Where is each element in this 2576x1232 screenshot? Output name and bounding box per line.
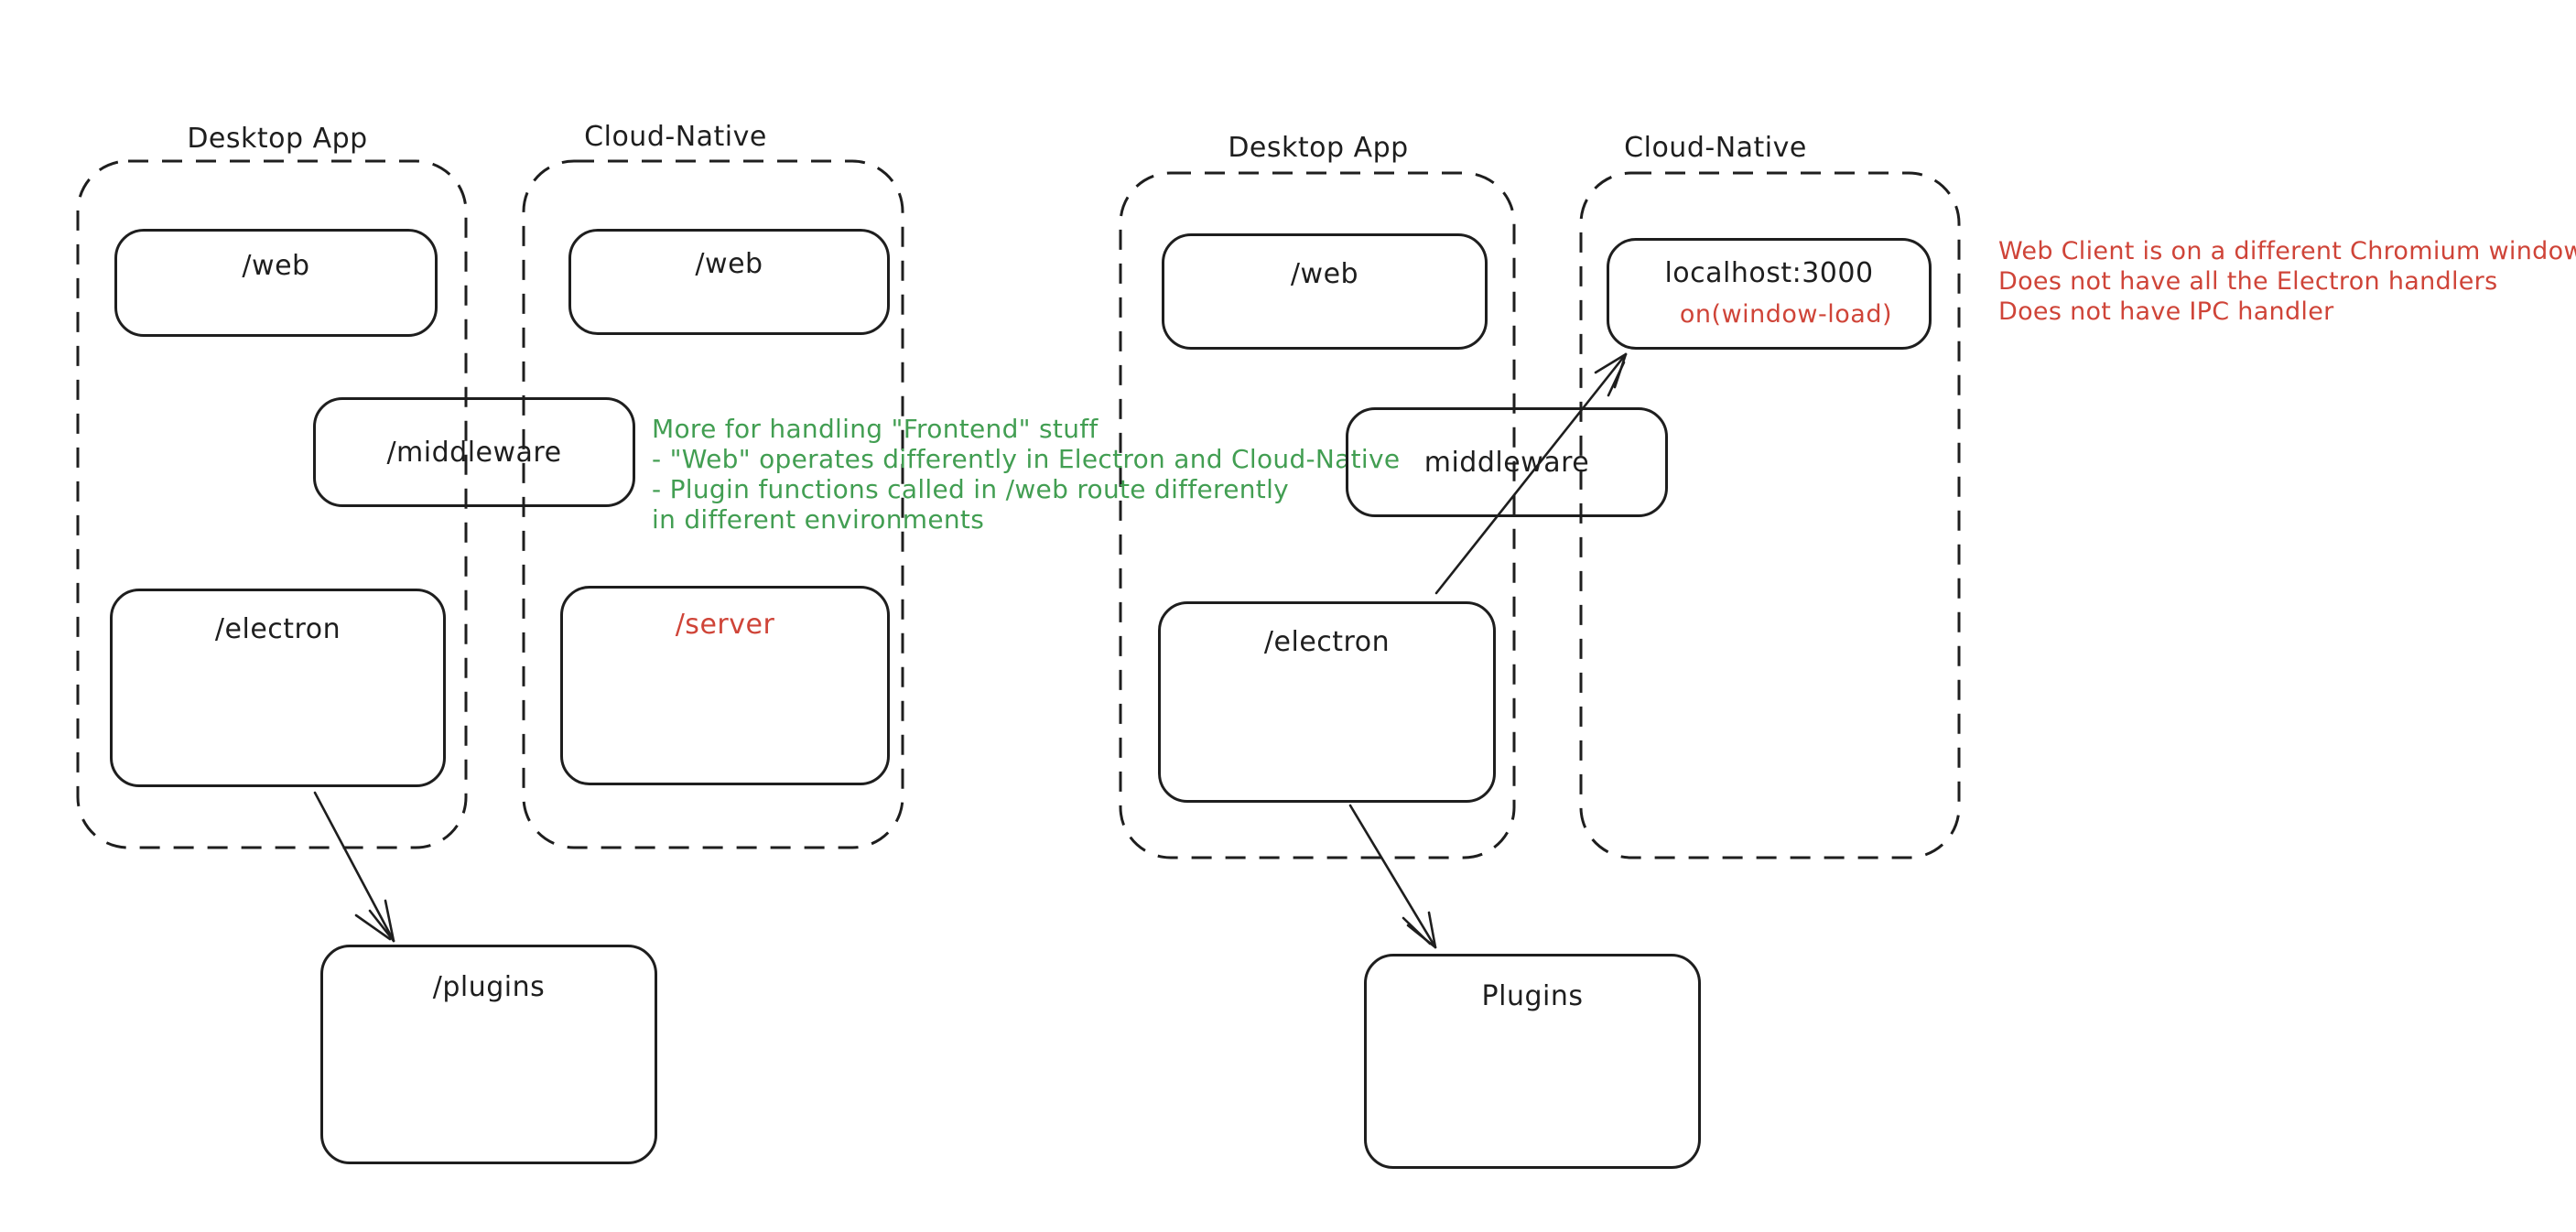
right-cloud-native-title: Cloud-Native <box>1624 132 1807 164</box>
red-note-line-1: Web Client is on a different Chromium wi… <box>1998 237 2576 265</box>
green-note-line-2: - "Web" operates differently in Electron… <box>652 444 1401 474</box>
right-middleware-box: middleware <box>1346 407 1668 517</box>
red-note-line-3: Does not have IPC handler <box>1998 297 2334 326</box>
left-server-label: /server <box>675 609 775 641</box>
left-web-cloud-label: /web <box>695 248 763 280</box>
left-green-note: More for handling "Frontend" stuff - "We… <box>652 414 1400 535</box>
right-web-label: /web <box>1290 258 1359 290</box>
left-web-desktop-label: /web <box>242 250 310 282</box>
right-web-box: /web <box>1162 233 1488 350</box>
left-web-desktop-box: /web <box>114 229 438 337</box>
left-plugins-box: /plugins <box>320 945 657 1164</box>
green-note-line-1: More for handling "Frontend" stuff <box>652 414 1099 444</box>
left-electron-label: /electron <box>214 613 341 645</box>
left-middleware-box: /middleware <box>313 397 635 507</box>
right-localhost-box: localhost:3000 on(window-load) <box>1607 238 1932 350</box>
left-web-cloud-box: /web <box>568 229 890 335</box>
right-desktop-app-title: Desktop App <box>1228 132 1409 164</box>
right-localhost-event-label: on(window-load) <box>1679 300 1892 329</box>
right-plugins-box: Plugins <box>1364 954 1701 1169</box>
arrow-left-electron-to-plugins <box>313 791 395 943</box>
left-electron-box: /electron <box>110 589 446 787</box>
green-note-line-4: in different environments <box>652 504 985 535</box>
right-red-note: Web Client is on a different Chromium wi… <box>1998 236 2576 327</box>
left-desktop-app-title: Desktop App <box>187 123 368 155</box>
left-server-box: /server <box>560 586 890 785</box>
left-cloud-native-title: Cloud-Native <box>584 121 767 153</box>
left-plugins-label: /plugins <box>432 971 546 1003</box>
right-localhost-label: localhost:3000 <box>1664 257 1874 289</box>
red-note-line-2: Does not have all the Electron handlers <box>1998 267 2498 296</box>
right-middleware-label: middleware <box>1423 446 1590 479</box>
arrow-right-electron-to-plugins <box>1348 804 1437 949</box>
right-electron-label: /electron <box>1263 626 1391 658</box>
right-plugins-label: Plugins <box>1481 980 1584 1012</box>
left-middleware-label: /middleware <box>386 436 562 469</box>
green-note-line-3: - Plugin functions called in /web route … <box>652 474 1290 504</box>
right-electron-box: /electron <box>1158 601 1496 803</box>
